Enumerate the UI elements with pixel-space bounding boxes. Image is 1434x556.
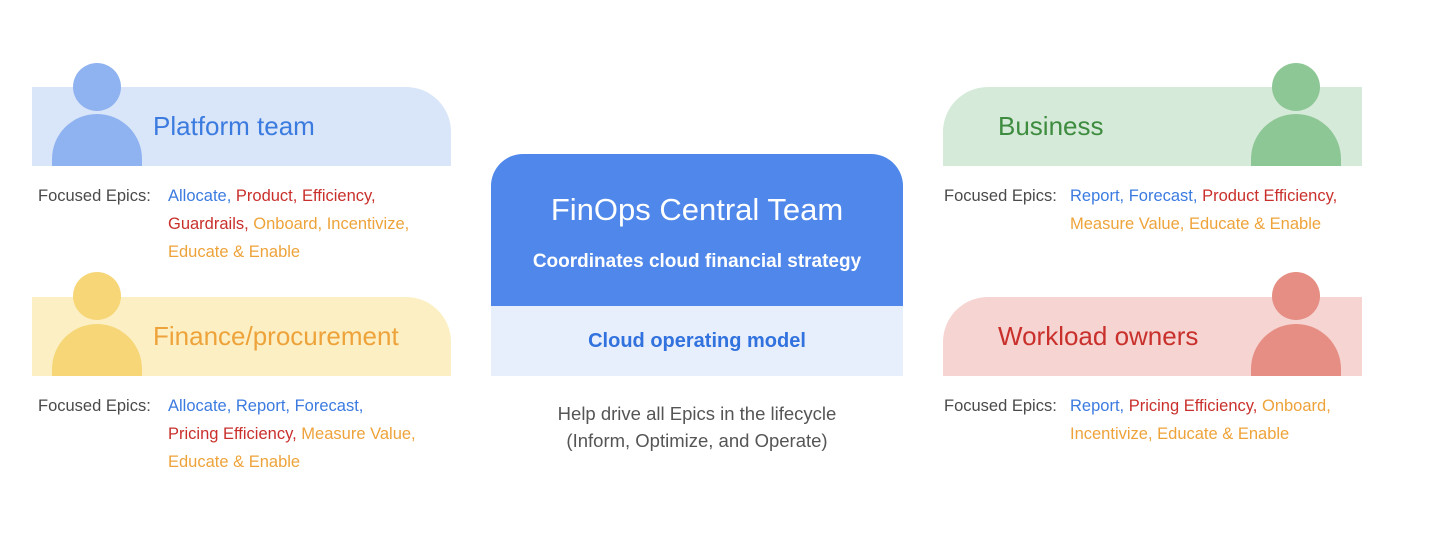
epic-item: Product,	[235, 187, 298, 205]
team-title: Business	[998, 111, 1104, 141]
epic-item: Report,	[235, 397, 290, 415]
epic-item: Incentivize,	[326, 215, 410, 233]
epic-item: Measure Value,	[301, 425, 416, 443]
epic-item: Educate & Enable	[168, 243, 301, 261]
epic-item: Report,	[1070, 187, 1125, 205]
epic-item: Pricing Efficiency,	[1128, 397, 1258, 415]
central-team-subtitle: Coordinates cloud financial strategy	[532, 251, 862, 272]
team-title: Platform team	[153, 111, 315, 141]
epic-item: Onboard,	[253, 215, 323, 233]
epics-label: Focused Epics:	[38, 187, 151, 205]
epic-item: Allocate,	[168, 397, 232, 415]
epic-item: Educate & Enable	[1188, 215, 1322, 233]
central-note-line: (Inform, Optimize, and Operate)	[566, 430, 828, 451]
epic-item: Onboard,	[1262, 397, 1331, 415]
epic-item: Forecast,	[1128, 187, 1198, 205]
epics-label: Focused Epics:	[944, 397, 1057, 415]
central-note-line: Help drive all Epics in the lifecycle	[557, 403, 837, 424]
epic-item: Educate & Enable	[1157, 425, 1290, 443]
epic-item: Efficiency,	[301, 187, 376, 205]
epics-list: Allocate, Product, Efficiency, Guardrail…	[168, 182, 453, 266]
epic-item: Allocate,	[168, 187, 232, 205]
epics-label: Focused Epics:	[38, 397, 151, 415]
epic-item: Educate & Enable	[168, 453, 301, 471]
epics-list: Report, Pricing Efficiency, Onboard, Inc…	[1070, 392, 1370, 448]
epics-label: Focused Epics:	[944, 187, 1057, 205]
operating-model-label: Cloud operating model	[588, 330, 806, 352]
epics-list: Report, Forecast, Product Efficiency, Me…	[1070, 182, 1370, 238]
central-team-card: FinOps Central Team Coordinates cloud fi…	[491, 154, 903, 306]
epics-list: Allocate, Report, Forecast, Pricing Effi…	[168, 392, 453, 476]
team-title: Finance/procurement	[153, 321, 399, 351]
team-title: Workload owners	[998, 321, 1199, 351]
epic-item: Pricing Efficiency,	[168, 425, 297, 443]
central-note: Help drive all Epics in the lifecycle (I…	[491, 400, 903, 454]
epic-item: Guardrails,	[168, 215, 249, 233]
epic-item: Incentivize,	[1070, 425, 1153, 443]
epic-item: Forecast,	[294, 397, 364, 415]
epic-item: Product Efficiency,	[1202, 187, 1338, 205]
epic-item: Measure Value,	[1070, 215, 1185, 233]
central-team-title: FinOps Central Team	[550, 192, 844, 227]
operating-model-box: Cloud operating model	[491, 306, 903, 376]
epic-item: Report,	[1070, 397, 1125, 415]
